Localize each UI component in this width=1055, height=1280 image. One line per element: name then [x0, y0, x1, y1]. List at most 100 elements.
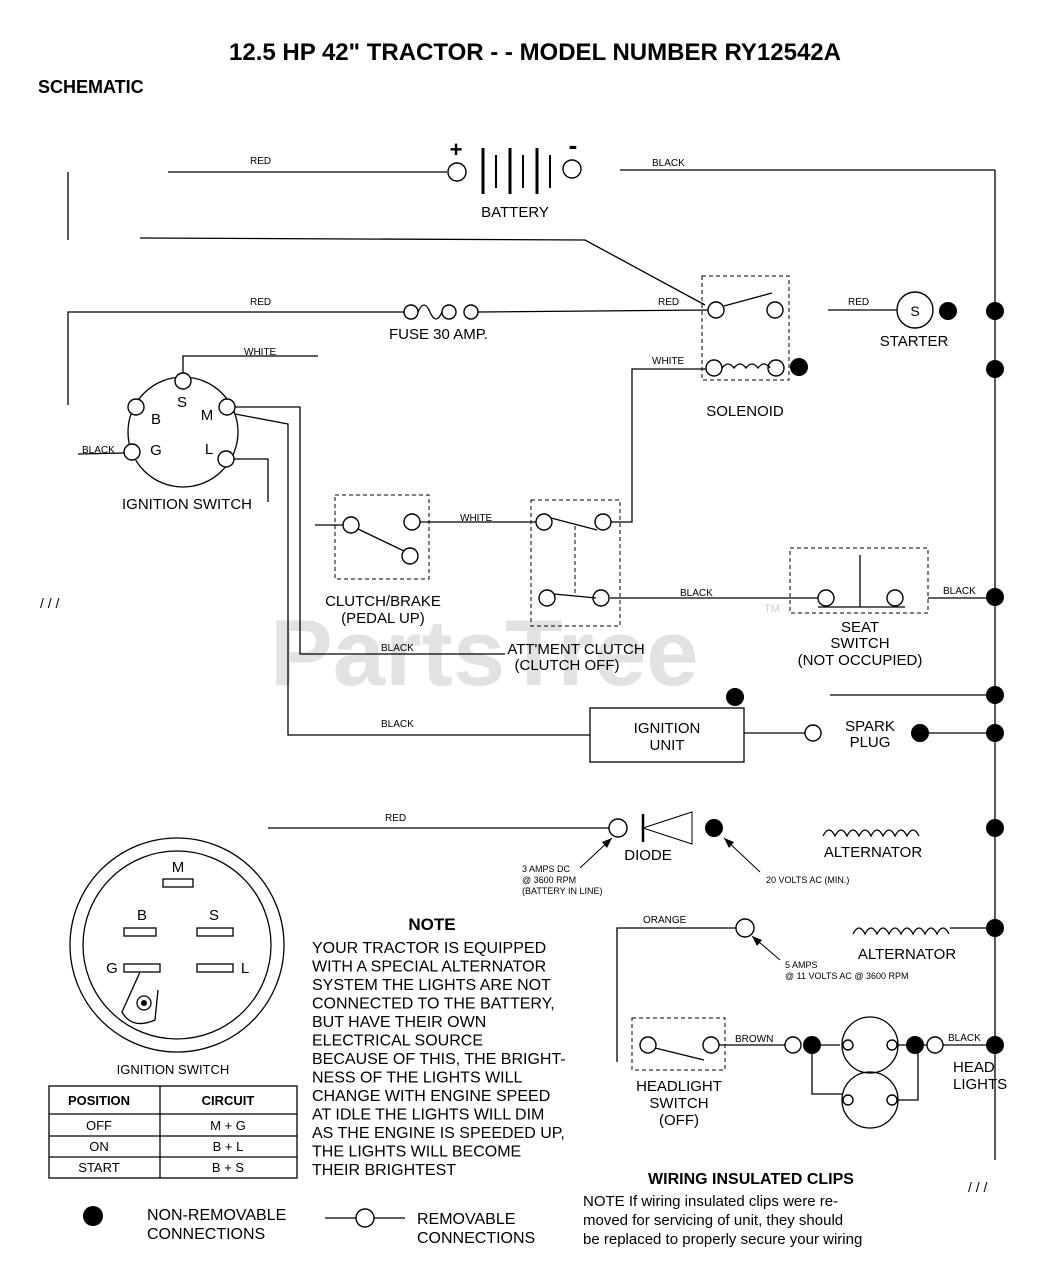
note-line: BUT HAVE THEIR OWN [312, 1014, 486, 1031]
clutch-brake-sublabel: (PEDAL UP) [341, 610, 425, 627]
note-line: THEIR BRIGHTEST [312, 1162, 456, 1179]
legend: NON-REMOVABLE CONNECTIONS REMOVABLE CONN… [83, 1206, 535, 1247]
battery-negative-terminal [562, 159, 582, 179]
note-line: AT IDLE THE LIGHTS WILL DIM [312, 1107, 544, 1124]
switch-detail-label-m: M [172, 859, 185, 876]
spark-plug-label: SPARK [845, 718, 895, 735]
alternator-pointer-arrow [724, 838, 734, 848]
switch-detail-outer [69, 837, 285, 1053]
diode-ground [705, 819, 723, 837]
switch-table-title: IGNITION SWITCH [117, 1062, 230, 1077]
switch-detail-label-s: S [209, 907, 219, 924]
alternator2-pointer-arrow [752, 936, 762, 946]
battery-label: BATTERY [481, 204, 549, 221]
fuse-label: FUSE 30 AMP. [389, 326, 488, 343]
seat-switch-sublabel: (NOT OCCUPIED) [798, 652, 923, 669]
headlight-switch-terminal [639, 1036, 657, 1054]
note-line: NESS OF THE LIGHTS WILL [312, 1070, 523, 1087]
switch-table: POSITION CIRCUIT OFF M + G ON B + L STAR… [48, 1085, 298, 1179]
ignition-label-g: G [150, 442, 162, 459]
solenoid-coil [721, 363, 771, 370]
fuse-terminal [463, 304, 479, 320]
wire-label-orange: ORANGE [643, 915, 687, 926]
starter-terminal-s: S [910, 303, 919, 319]
ground-connection [986, 302, 1004, 320]
switch-table-cell: ON [89, 1139, 109, 1154]
ignition-unit-box [589, 707, 745, 763]
switch-table-header: POSITION [68, 1093, 130, 1108]
clutch-brake-terminal [401, 547, 419, 565]
clutch-brake-terminal [403, 513, 421, 531]
black-wire-m [235, 406, 505, 655]
clips-line: NOTE If wiring insulated clips were re- [583, 1193, 838, 1210]
ignition-unit-label: IGNITION [634, 720, 701, 737]
attment-terminal [594, 513, 612, 531]
attment-clutch-switch-box [530, 499, 621, 627]
wire-l [234, 458, 269, 502]
ignition-label-s: S [177, 394, 187, 411]
solenoid-terminal [767, 359, 785, 377]
note-line: YOUR TRACTOR IS EQUIPPED [312, 940, 546, 957]
switch-detail-ground-hole [136, 995, 152, 1011]
red-wire-to-solenoid [477, 309, 709, 313]
switch-detail-label-g: G [106, 960, 118, 977]
solenoid-box [701, 275, 790, 381]
clips-title: WIRING INSULATED CLIPS [648, 1171, 854, 1188]
headlight-bulb-contact [842, 1094, 854, 1106]
switch-table-cell: START [78, 1160, 119, 1175]
switch-detail-label-b: B [137, 907, 147, 924]
solenoid-terminal [707, 301, 725, 319]
watermark: PartsTree [270, 600, 699, 705]
battery-to-solenoid-wire [139, 237, 706, 306]
headlight-branch-wire [811, 1045, 842, 1095]
seat-switch-terminal [817, 589, 835, 607]
fuse-symbol [417, 304, 443, 320]
wire-label-black: BLACK [82, 445, 115, 456]
legend-removable-circle [355, 1208, 375, 1228]
ignition-terminal-b [127, 398, 145, 416]
headlight-switch-box [631, 1017, 726, 1071]
wire-label-red: RED [385, 813, 406, 824]
headlight-bulb-contact [842, 1039, 854, 1051]
note-title: NOTE [408, 915, 455, 934]
diode-terminal [608, 818, 628, 838]
wire-label-brown: BROWN [735, 1034, 773, 1045]
alternator2-label: ALTERNATOR [858, 946, 957, 963]
attment-clutch-sublabel: (CLUTCH OFF) [515, 657, 620, 674]
wire-label-red: RED [250, 156, 271, 167]
diode-spec-3: (BATTERY IN LINE) [522, 886, 603, 896]
headlight-bulb-contact [886, 1094, 898, 1106]
wire-label-white: WHITE [244, 347, 277, 358]
seat-switch-label-2: SWITCH [830, 635, 889, 652]
ignition-terminal-m [218, 398, 236, 416]
spark-plug-terminal [804, 724, 822, 742]
clutch-brake-switch-box [334, 494, 430, 580]
ignition-switch-detail: M B S G L [69, 837, 285, 1053]
head-lights-label-2: LIGHTS [953, 1076, 1007, 1093]
switch-table-border [48, 1085, 298, 1179]
wire-label-red: RED [658, 297, 679, 308]
switch-table-header: CIRCUIT [202, 1093, 255, 1108]
attment-contact [550, 517, 598, 531]
diode-pointer-arrow [602, 838, 612, 848]
attment-contact [553, 593, 597, 599]
orange-wire [616, 927, 737, 1062]
note-line: WITH A SPECIAL ALTERNATOR [312, 959, 546, 976]
spark-plug-ground [911, 724, 929, 742]
solenoid-terminal [766, 301, 784, 319]
note-line: CONNECTED TO THE BATTERY, [312, 996, 555, 1013]
alternator2-coil [852, 927, 950, 936]
clutch-brake-label: CLUTCH/BRAKE [325, 593, 441, 610]
switch-detail-ground-tab [121, 971, 159, 1025]
switch-detail-terminal [123, 963, 161, 973]
battery-positive-terminal [447, 162, 467, 182]
attment-terminal [538, 589, 556, 607]
legend-non-removable-label-2: CONNECTIONS [147, 1226, 265, 1243]
switch-detail-inner [82, 850, 272, 1040]
alternator2-spec-1: 5 AMPS [785, 960, 818, 970]
wire-label-black: BLACK [381, 643, 414, 654]
switch-table-cell: OFF [86, 1118, 112, 1133]
attment-terminal [535, 513, 553, 531]
starter-motor [896, 291, 934, 329]
fuse-terminal [441, 304, 457, 320]
